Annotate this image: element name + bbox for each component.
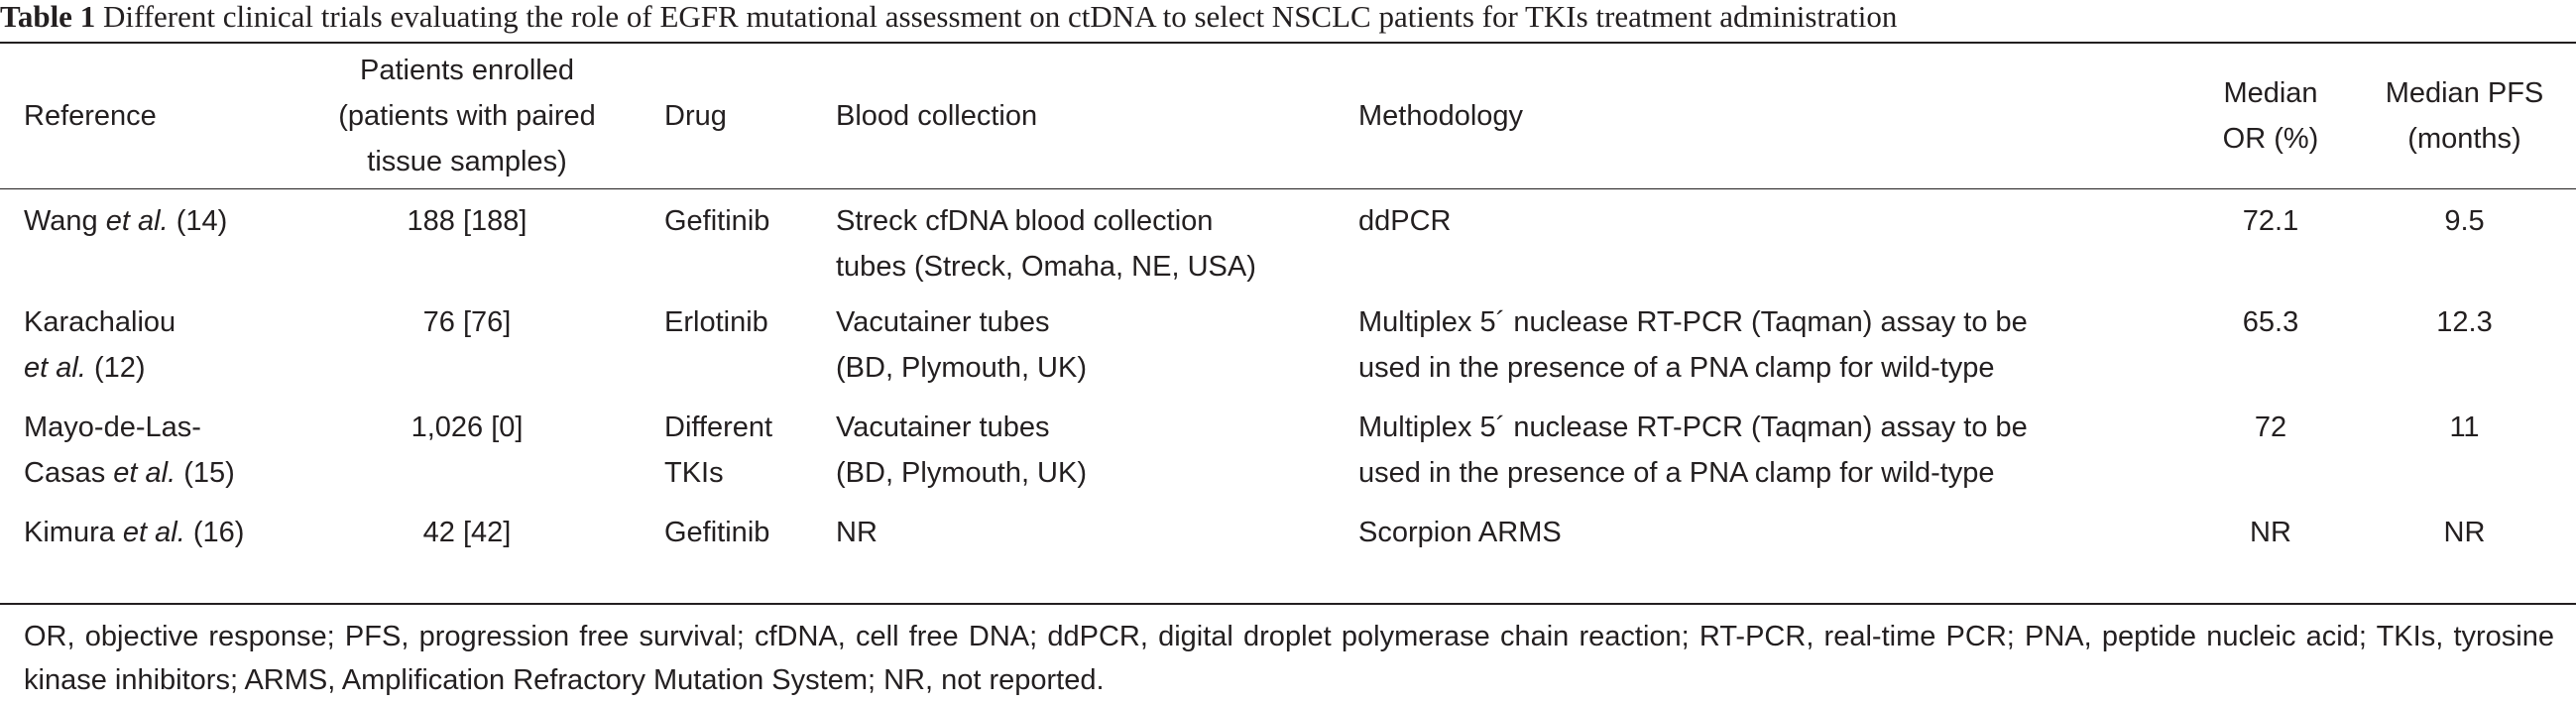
cell-median-pfs: 12.3: [2436, 306, 2493, 338]
cell-reference: Wang et al. (14): [24, 205, 228, 237]
cell-drug: Gefitinib: [664, 205, 770, 237]
cell-reference: Kimura et al. (16): [24, 517, 245, 548]
cell-patients: 76 [76]: [422, 306, 512, 338]
cell-median-or: 72: [2254, 411, 2287, 443]
header-patients: Patients enrolled (patients with paired …: [293, 44, 641, 188]
cell-median-or: 72.1: [2242, 205, 2299, 237]
header-rule: [0, 188, 2576, 189]
table-row: Kimura et al. (16) 42 [42] Gefitinib NR …: [0, 510, 2576, 555]
cell-methodology: Multiplex 5´ nuclease RT-PCR (Taqman) as…: [1358, 306, 2028, 384]
header-median-pfs: Median PFS (months): [2353, 44, 2576, 188]
header-patients-line: (patients with paired: [338, 100, 596, 132]
header-reference: Reference: [24, 100, 157, 132]
cell-blood-collection: NR: [836, 517, 878, 548]
cell-methodology: ddPCR: [1358, 205, 1452, 237]
bottom-rule: [0, 603, 2576, 605]
cell-median-or: 65.3: [2242, 306, 2299, 338]
cell-methodology: Scorpion ARMS: [1358, 517, 1562, 548]
table-row: Wang et al. (14) 188 [188] Gefitinib Str…: [0, 188, 2576, 299]
table-caption: Table 1 Different clinical trials evalua…: [0, 0, 1897, 40]
header-pfs-line: (months): [2407, 123, 2521, 155]
header-patients-line: tissue samples): [367, 146, 567, 177]
cell-median-or: NR: [2250, 517, 2291, 548]
trials-table: Reference Patients enrolled (patients wi…: [0, 44, 2576, 555]
cell-blood-collection: Vacutainer tubes(BD, Plymouth, UK): [836, 306, 1087, 384]
header-row: Reference Patients enrolled (patients wi…: [0, 44, 2576, 188]
header-drug: Drug: [664, 100, 727, 132]
header-patients-line: Patients enrolled: [359, 55, 575, 86]
table-row: Mayo-de-Las-Casas et al. (15) 1,026 [0] …: [0, 405, 2576, 510]
table-label: Table 1: [0, 0, 96, 34]
header-or-line: OR (%): [2222, 123, 2319, 155]
table-footnote: OR, objective response; PFS, progression…: [24, 621, 2554, 696]
header-median-or: Median OR (%): [2188, 44, 2353, 188]
cell-median-pfs: NR: [2443, 517, 2486, 548]
cell-blood-collection: Vacutainer tubes(BD, Plymouth, UK): [836, 411, 1087, 489]
table-title: Different clinical trials evaluating the…: [102, 0, 1898, 34]
cell-reference: Mayo-de-Las-Casas et al. (15): [24, 411, 235, 489]
cell-patients: 42 [42]: [422, 517, 512, 548]
cell-drug: Gefitinib: [664, 517, 770, 548]
top-rule: [0, 42, 2576, 44]
cell-patients: 1,026 [0]: [410, 411, 524, 443]
cell-methodology: Multiplex 5´ nuclease RT-PCR (Taqman) as…: [1358, 411, 2028, 489]
cell-median-pfs: 11: [2449, 411, 2480, 443]
header-blood-collection: Blood collection: [836, 100, 1038, 132]
cell-patients: 188 [188]: [407, 205, 527, 237]
cell-median-pfs: 9.5: [2444, 205, 2485, 237]
header-or-line: Median: [2223, 77, 2318, 109]
header-methodology: Methodology: [1358, 100, 1524, 132]
header-pfs-line: Median PFS: [2385, 77, 2544, 109]
cell-drug: Erlotinib: [664, 306, 768, 338]
